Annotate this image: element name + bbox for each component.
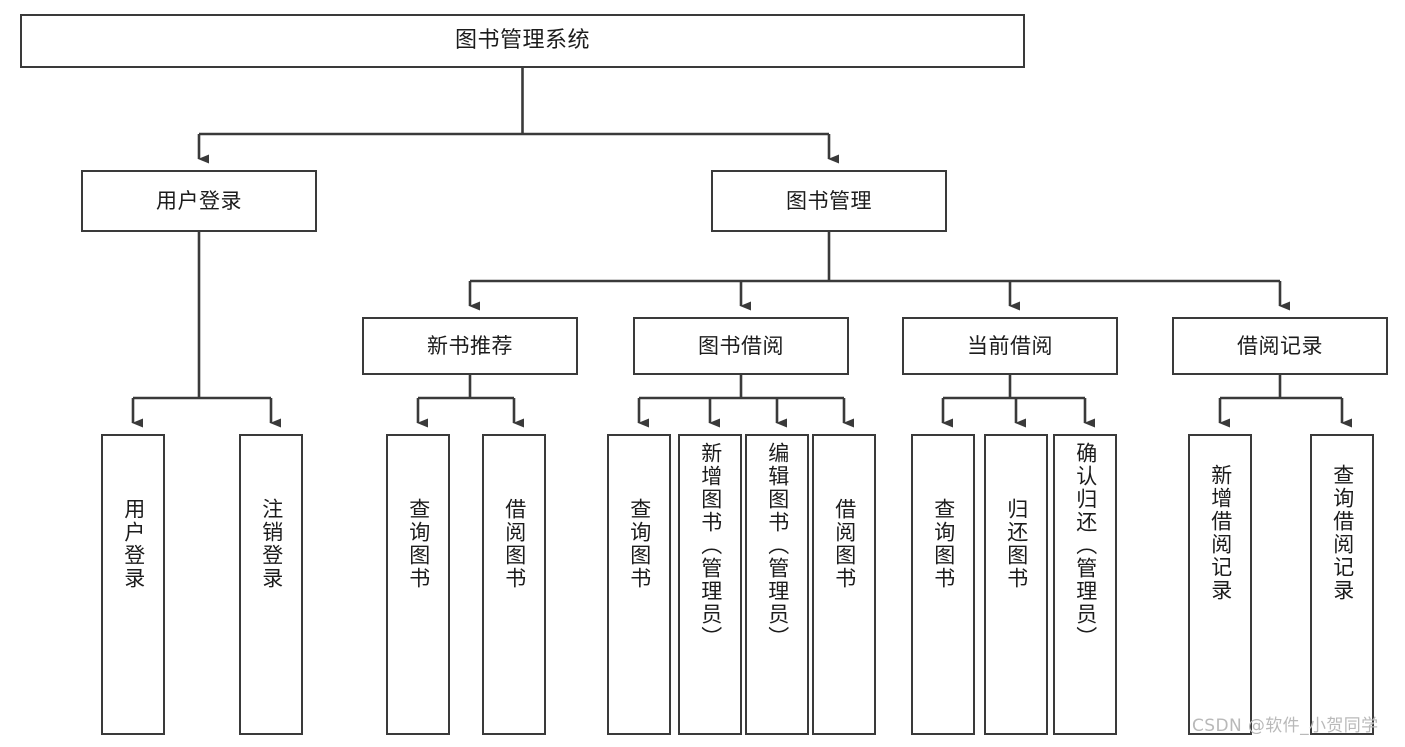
node-leaf-return-book-label: 归还图书: [1004, 498, 1029, 590]
node-leaf-query-book-2[interactable]: 查询图书: [607, 434, 671, 735]
node-leaf-query-borrow-record-label: 查询借阅记录: [1330, 464, 1355, 602]
node-leaf-user-login-label: 用户登录: [121, 498, 146, 590]
node-leaf-edit-book-admin-label: 编辑图书（管理员）: [765, 442, 790, 649]
node-root[interactable]: 图书管理系统: [20, 14, 1025, 68]
node-leaf-query-book-3-label: 查询图书: [931, 498, 956, 590]
node-leaf-borrow-book-1[interactable]: 借阅图书: [482, 434, 546, 735]
node-root-label: 图书管理系统: [454, 28, 590, 54]
node-leaf-return-book[interactable]: 归还图书: [984, 434, 1048, 735]
node-book-management[interactable]: 图书管理: [711, 170, 947, 232]
node-leaf-confirm-return-admin[interactable]: 确认归还（管理员）: [1053, 434, 1117, 735]
node-current-borrow-label: 当前借阅: [967, 333, 1053, 358]
node-book-borrow[interactable]: 图书借阅: [633, 317, 849, 375]
node-leaf-add-book-admin-label: 新增图书（管理员）: [698, 442, 723, 649]
node-leaf-borrow-book-2-label: 借阅图书: [832, 498, 857, 590]
node-new-book-recommend-label: 新书推荐: [427, 333, 513, 358]
node-book-borrow-label: 图书借阅: [698, 333, 784, 358]
node-new-book-recommend[interactable]: 新书推荐: [362, 317, 578, 375]
node-leaf-borrow-book-2[interactable]: 借阅图书: [812, 434, 876, 735]
node-user-login[interactable]: 用户登录: [81, 170, 317, 232]
node-leaf-add-borrow-record[interactable]: 新增借阅记录: [1188, 434, 1252, 735]
node-leaf-borrow-book-1-label: 借阅图书: [502, 498, 527, 590]
node-current-borrow[interactable]: 当前借阅: [902, 317, 1118, 375]
node-leaf-logout-label: 注销登录: [259, 498, 284, 590]
node-leaf-user-login[interactable]: 用户登录: [101, 434, 165, 735]
node-leaf-query-borrow-record[interactable]: 查询借阅记录: [1310, 434, 1374, 735]
node-user-login-label: 用户登录: [156, 188, 242, 213]
node-leaf-confirm-return-admin-label: 确认归还（管理员）: [1073, 442, 1098, 649]
node-leaf-edit-book-admin[interactable]: 编辑图书（管理员）: [745, 434, 809, 735]
node-leaf-query-book-1[interactable]: 查询图书: [386, 434, 450, 735]
node-leaf-query-book-3[interactable]: 查询图书: [911, 434, 975, 735]
node-leaf-query-book-1-label: 查询图书: [406, 498, 431, 590]
node-borrow-record[interactable]: 借阅记录: [1172, 317, 1388, 375]
node-book-management-label: 图书管理: [786, 188, 872, 213]
node-leaf-add-borrow-record-label: 新增借阅记录: [1208, 464, 1233, 602]
node-leaf-query-book-2-label: 查询图书: [627, 498, 652, 590]
node-leaf-logout[interactable]: 注销登录: [239, 434, 303, 735]
csdn-watermark: CSDN @软件_小贺同学: [1192, 716, 1379, 736]
node-leaf-add-book-admin[interactable]: 新增图书（管理员）: [678, 434, 742, 735]
node-borrow-record-label: 借阅记录: [1237, 333, 1323, 358]
